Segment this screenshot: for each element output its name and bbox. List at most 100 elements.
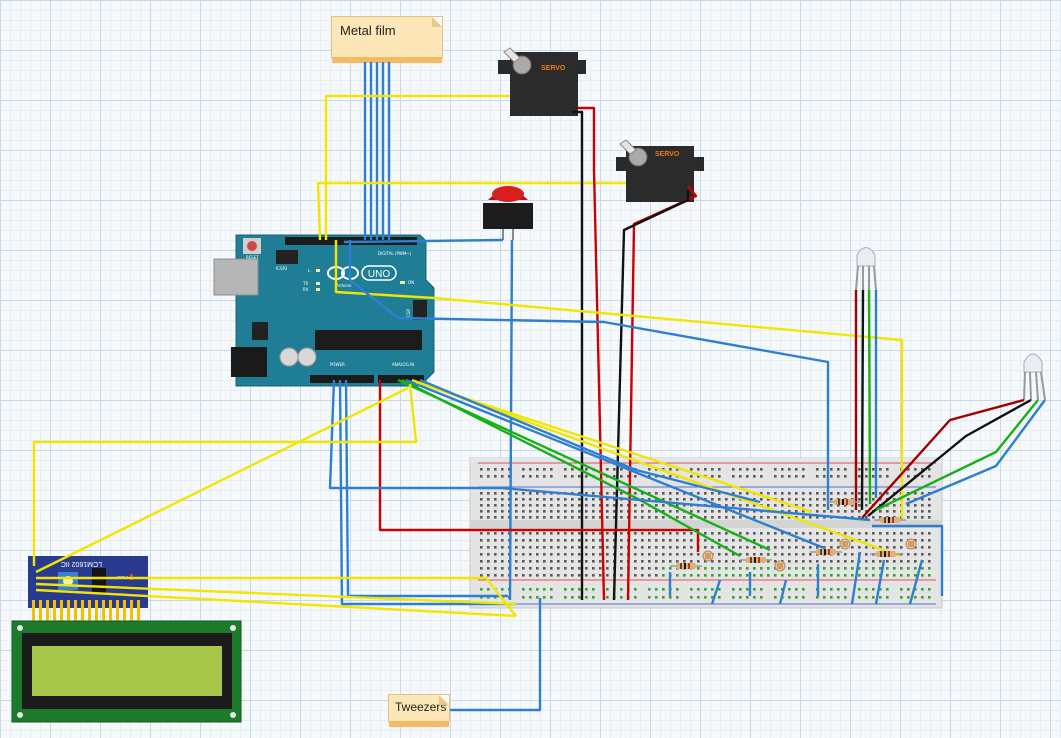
power-label: POWER — [330, 362, 345, 367]
breadboard-hole — [893, 560, 896, 563]
breadboard-hole — [851, 574, 854, 577]
wire-yellow[interactable] — [324, 94, 510, 240]
breadboard-hole — [802, 596, 805, 599]
wire-green[interactable] — [867, 289, 872, 505]
breadboard-hole — [893, 539, 896, 542]
breadboard-hole — [480, 492, 483, 495]
breadboard-hole — [774, 492, 777, 495]
breadboard-hole — [578, 532, 581, 535]
rgb-led-1[interactable] — [855, 247, 877, 291]
breadboard-hole — [746, 468, 749, 471]
wire-yellow[interactable] — [35, 588, 517, 618]
wire-blue[interactable] — [419, 378, 761, 504]
wire-red[interactable] — [861, 398, 1025, 519]
wire-yellow[interactable] — [35, 386, 409, 574]
servo-1[interactable]: SERVO — [498, 47, 586, 116]
breadboard-hole — [718, 553, 721, 556]
regulator — [252, 322, 268, 340]
resistor[interactable] — [870, 551, 902, 557]
breadboard-hole — [830, 498, 833, 501]
wire-blue[interactable] — [328, 379, 871, 522]
metal-film-note[interactable]: Metal film — [331, 16, 443, 63]
breadboard-hole — [718, 546, 721, 549]
rgb-led-2[interactable] — [1023, 353, 1046, 401]
resistor[interactable] — [874, 517, 906, 523]
breadboard-hole — [753, 546, 756, 549]
breadboard-hole — [620, 567, 623, 570]
wire-blue[interactable] — [348, 240, 830, 510]
breadboard-hole — [543, 498, 546, 501]
breadboard-hole — [760, 553, 763, 556]
breadboard-hole — [522, 498, 525, 501]
wire-black[interactable] — [860, 289, 865, 511]
wire-blue[interactable] — [850, 551, 862, 605]
resistor[interactable] — [810, 549, 842, 555]
wire-yellow[interactable] — [316, 181, 626, 241]
wire-blue[interactable] — [343, 238, 504, 244]
breadboard-hole — [620, 532, 623, 535]
breadboard-hole — [480, 553, 483, 556]
wire-blue[interactable] — [405, 378, 825, 550]
wire-blue[interactable] — [450, 598, 542, 712]
breadboard-hole — [494, 539, 497, 542]
resistor[interactable] — [670, 563, 702, 569]
tweezers-note[interactable]: Tweezers — [388, 694, 450, 727]
wire-yellow[interactable] — [32, 383, 418, 566]
breadboard-hole — [522, 588, 525, 591]
servo-2[interactable]: SERVO — [616, 139, 704, 202]
resistor[interactable] — [828, 499, 860, 505]
wire-blue[interactable] — [908, 559, 924, 605]
breadboard-hole — [914, 596, 917, 599]
breadboard-hole — [501, 560, 504, 563]
breadboard-hole — [879, 539, 882, 542]
photoresistor[interactable] — [905, 538, 917, 550]
breadboard-hole — [564, 510, 567, 513]
photoresistor[interactable] — [774, 560, 786, 572]
breadboard-hole — [669, 468, 672, 471]
breadboard-hole — [928, 546, 931, 549]
wire-blue[interactable] — [338, 379, 516, 606]
wire-red[interactable] — [578, 106, 606, 601]
photoresistor[interactable] — [702, 550, 714, 562]
wire-blue[interactable] — [872, 524, 944, 596]
wire-black[interactable] — [612, 190, 690, 601]
breadboard-hole — [557, 546, 560, 549]
breadboard-hole — [767, 560, 770, 563]
reset-button-cap[interactable] — [247, 241, 257, 251]
wire-blue[interactable] — [710, 579, 722, 605]
breadboard-hole — [767, 498, 770, 501]
breadboard-hole — [865, 588, 868, 591]
breadboard-hole — [536, 504, 539, 507]
wire-red[interactable] — [378, 380, 700, 552]
breadboard-hole — [522, 539, 525, 542]
wire-blue[interactable] — [508, 239, 514, 601]
breadboard-hole — [592, 553, 595, 556]
breadboard-hole — [571, 468, 574, 471]
breadboard-hole — [487, 468, 490, 471]
arduino-uno[interactable]: RESET ICSP2 DIGITAL (PWM~) UNO Arduino L… — [213, 234, 435, 387]
breadboard-hole — [480, 498, 483, 501]
resistor[interactable] — [740, 557, 772, 563]
servo-label: SERVO — [541, 65, 566, 72]
wire-blue[interactable] — [874, 559, 886, 605]
breadboard-hole — [753, 553, 756, 556]
breadboard-hole — [620, 539, 623, 542]
wire-yellow[interactable] — [415, 380, 813, 514]
breadboard-hole — [928, 516, 931, 519]
wire-blue[interactable] — [778, 579, 788, 605]
wire-green[interactable] — [875, 399, 1039, 512]
push-button[interactable] — [483, 186, 533, 240]
breadboard-hole — [508, 504, 511, 507]
breadboard-hole — [655, 574, 658, 577]
wire-black[interactable] — [867, 398, 1032, 517]
breadboard-hole — [760, 588, 763, 591]
breadboard[interactable] — [469, 457, 943, 609]
breadboard-hole — [536, 560, 539, 563]
lcd-display[interactable]: LCM1602 IIC Power — [11, 556, 242, 723]
wire-yellow[interactable] — [35, 582, 517, 606]
photoresistor[interactable] — [839, 538, 851, 550]
wire-yellow[interactable] — [334, 240, 904, 518]
breadboard-hole — [599, 510, 602, 513]
breadboard-hole — [928, 567, 931, 570]
wire-blue[interactable] — [905, 399, 1046, 506]
